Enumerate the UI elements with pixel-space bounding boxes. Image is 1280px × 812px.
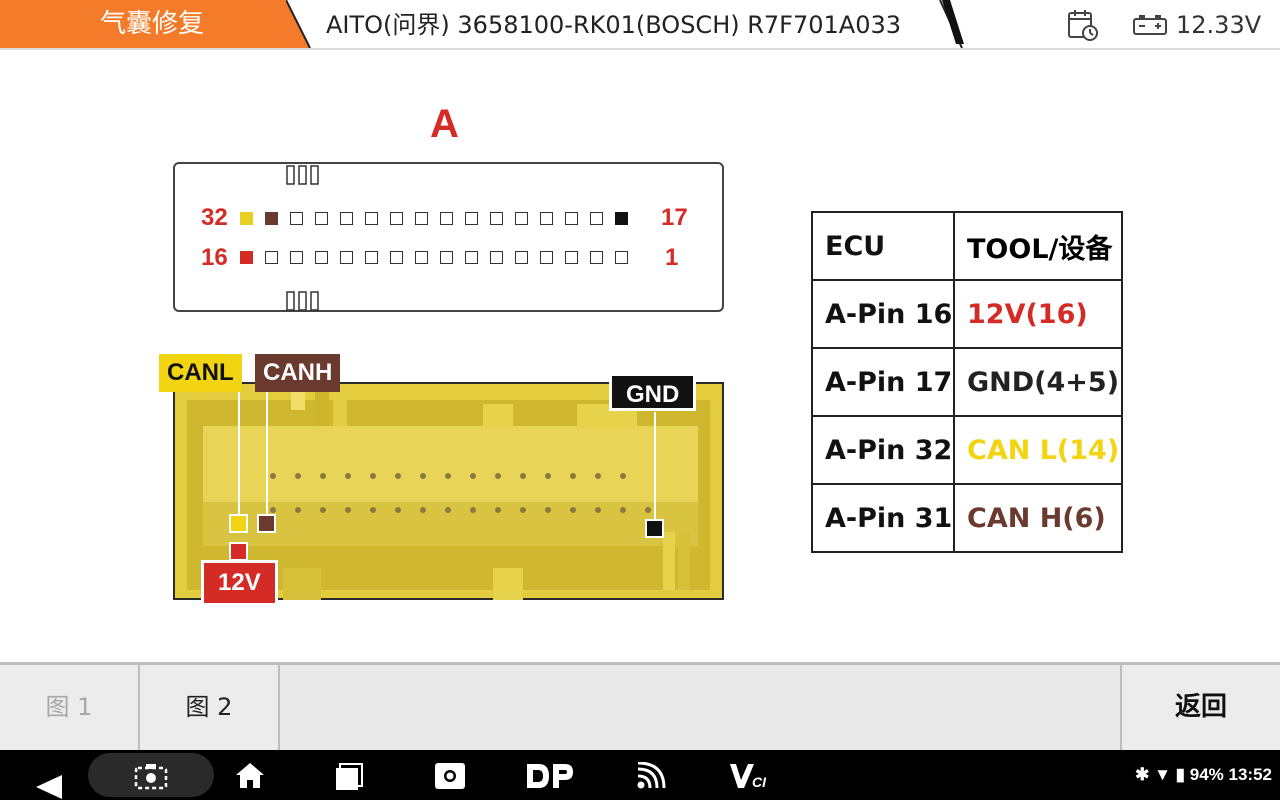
- table-header-row: ECU TOOL/设备: [811, 211, 1123, 281]
- pin-16-12v: [240, 251, 253, 264]
- connector-key-bottom: [286, 291, 319, 311]
- pin: [590, 212, 603, 225]
- canl-label: CANL: [159, 354, 242, 392]
- back-icon[interactable]: [34, 762, 64, 812]
- pin: [315, 251, 328, 264]
- bluetooth-icon: ✱: [1135, 765, 1150, 784]
- pin-mapping-table: ECU TOOL/设备 A-Pin 16 12V(16) A-Pin 17 GN…: [811, 211, 1123, 553]
- pin-32-canl: [240, 212, 253, 225]
- gnd-label: GND: [609, 373, 697, 411]
- row-tool: GND(4+5): [953, 347, 1123, 417]
- pin: [565, 251, 578, 264]
- pin: [390, 212, 403, 225]
- top-header: 气囊修复 AITO(问界) 3658100-RK01(BOSCH) R7F701…: [0, 0, 1280, 50]
- active-tab-shape: [0, 0, 310, 48]
- row-ecu: A-Pin 17: [811, 347, 955, 417]
- pin: [515, 212, 528, 225]
- vci-icon[interactable]: CI: [728, 762, 774, 790]
- header-tool: TOOL/设备: [953, 211, 1123, 281]
- pin: [290, 212, 303, 225]
- row-ecu: A-Pin 16: [811, 279, 955, 349]
- home-icon[interactable]: [234, 761, 266, 789]
- pin: [340, 251, 353, 264]
- canh-label: CANH: [255, 354, 341, 392]
- pin: [540, 212, 553, 225]
- main-content: A 32: [0, 52, 1280, 662]
- breadcrumb-label: AITO(问界) 3658100-RK01(BOSCH) R7F701A033: [326, 11, 902, 39]
- table-row: A-Pin 31 CAN H(6): [811, 483, 1123, 553]
- pin: [540, 251, 553, 264]
- dp-icon[interactable]: [525, 762, 575, 790]
- pin-17-gnd: [615, 212, 628, 225]
- recents-icon[interactable]: [334, 762, 364, 790]
- calendar-clock-icon[interactable]: [1066, 8, 1100, 42]
- connector-photo: [173, 382, 724, 600]
- pin-row-bottom: [240, 251, 628, 264]
- table-row: A-Pin 16 12V(16): [811, 279, 1123, 349]
- figure-1-button[interactable]: 图 1: [0, 665, 140, 750]
- brightness-icon[interactable]: [433, 761, 467, 791]
- figure-2-button[interactable]: 图 2: [140, 665, 280, 750]
- pin: [440, 251, 453, 264]
- pin: [365, 251, 378, 264]
- pin-label-16: 16: [201, 244, 228, 271]
- table-row: A-Pin 32 CAN L(14): [811, 415, 1123, 485]
- voltage-readout: 12.33V: [1176, 11, 1262, 39]
- pin-row-top: [240, 212, 628, 225]
- pin: [315, 212, 328, 225]
- bottom-button-bar: 图 1 图 2 返回: [0, 662, 1280, 750]
- pin: [490, 212, 503, 225]
- pin: [590, 251, 603, 264]
- active-tab-label: 气囊修复: [100, 9, 205, 39]
- battery-icon: ▮: [1175, 765, 1186, 784]
- connector-key-top: [286, 165, 319, 185]
- pin: [615, 251, 628, 264]
- status-area: ✱ ▼ ▮ 94% 13:52: [1135, 750, 1272, 800]
- pin: [390, 251, 403, 264]
- screenshot-icon[interactable]: [134, 762, 168, 790]
- clock: 13:52: [1228, 765, 1272, 784]
- pin-label-32: 32: [201, 204, 228, 231]
- connector-pinout: 32 17 16: [173, 162, 724, 312]
- pin-label-17: 17: [661, 204, 688, 231]
- row-tool: CAN H(6): [953, 483, 1123, 553]
- 12v-label: 12V: [201, 560, 278, 606]
- pin: [340, 212, 353, 225]
- header-ecu: ECU: [811, 211, 955, 281]
- battery-percent: 94%: [1189, 765, 1224, 784]
- row-ecu: A-Pin 32: [811, 415, 955, 485]
- pin: [415, 251, 428, 264]
- active-tab[interactable]: 气囊修复: [0, 0, 310, 48]
- pin: [515, 251, 528, 264]
- pin: [415, 212, 428, 225]
- table-row: A-Pin 17 GND(4+5): [811, 347, 1123, 417]
- pin: [465, 212, 478, 225]
- pin: [440, 212, 453, 225]
- svg-text:CI: CI: [752, 774, 767, 790]
- pin: [365, 212, 378, 225]
- pin: [265, 251, 278, 264]
- signal-icon[interactable]: [636, 762, 666, 790]
- pin-31-canh: [265, 212, 278, 225]
- connector-title: A: [430, 102, 459, 146]
- pin-label-1: 1: [665, 244, 679, 271]
- pin: [565, 212, 578, 225]
- back-button[interactable]: 返回: [1120, 665, 1280, 750]
- row-tool: CAN L(14): [953, 415, 1123, 485]
- breadcrumb-shape: [286, 0, 964, 48]
- car-battery-icon: [1133, 15, 1167, 35]
- row-ecu: A-Pin 31: [811, 483, 955, 553]
- system-nav-bar: CI ✱ ▼ ▮ 94% 13:52: [0, 750, 1280, 800]
- pin: [465, 251, 478, 264]
- row-tool: 12V(16): [953, 279, 1123, 349]
- pin: [290, 251, 303, 264]
- pin: [490, 251, 503, 264]
- wifi-icon: ▼: [1154, 765, 1171, 784]
- breadcrumb: AITO(问界) 3658100-RK01(BOSCH) R7F701A033: [286, 0, 966, 48]
